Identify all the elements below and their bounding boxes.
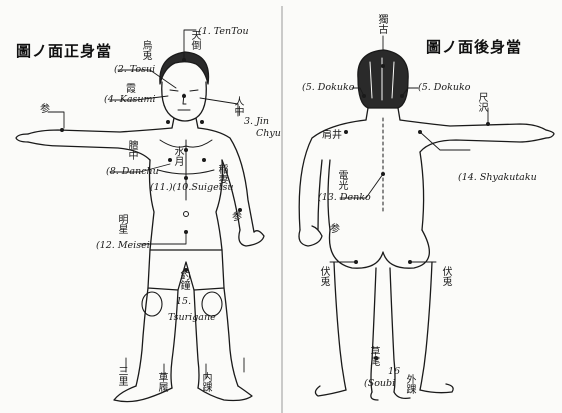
label-num15: 15. bbox=[176, 296, 191, 307]
front-figure bbox=[16, 30, 264, 402]
kanji-ankle: 外踝 bbox=[404, 374, 415, 394]
kanji-soubi: 草尾 bbox=[368, 346, 379, 366]
label-tosui: (2. Tosui bbox=[114, 64, 155, 75]
kanji-thigh-right: 伏兎 bbox=[440, 266, 451, 286]
label-soubi: (Soubi bbox=[364, 378, 395, 389]
label-kasumi: (4. Kasumi bbox=[104, 94, 156, 105]
back-hair bbox=[358, 50, 408, 108]
kanji-hip: 参 bbox=[232, 212, 242, 223]
front-title: 圖ノ面正身當 bbox=[16, 40, 112, 61]
kanji-tosui: 烏兎 bbox=[140, 40, 151, 60]
label-tsurigane: Tsurigane bbox=[168, 312, 216, 323]
kanji-suigetsu: 水月 bbox=[172, 146, 183, 166]
label-chyu: Chyu bbox=[256, 128, 281, 139]
back-title: 圖ノ面後身當 bbox=[426, 36, 522, 57]
label-num16: 16 bbox=[388, 366, 400, 377]
kanji-tentou: 天倒 bbox=[189, 30, 200, 50]
kanji-foot-right: 内踝 bbox=[200, 372, 211, 392]
label-tentou: (1. TenTou bbox=[198, 26, 249, 37]
label-denko: (13. Denko bbox=[318, 192, 371, 203]
front-head bbox=[162, 82, 207, 121]
kanji-knee-left: 三里 bbox=[116, 366, 127, 386]
label-meisei: (12. Meisei bbox=[96, 240, 150, 251]
kanji-shoulder-left: 参 bbox=[40, 104, 50, 115]
kanji-danchu: 膻中 bbox=[126, 140, 137, 160]
kanji-ribs: 稲妻 bbox=[216, 164, 227, 184]
kanji-tsurigane: 釣鐘 bbox=[178, 270, 189, 290]
kanji-kasumi: 霞 bbox=[126, 84, 136, 95]
kanji-arm: 尺沢 bbox=[476, 92, 487, 112]
kanji-head: 獨古 bbox=[376, 14, 387, 34]
kanji-spine: 電光 bbox=[336, 170, 347, 190]
kanji-shoulder: 肩井 bbox=[322, 130, 342, 141]
kanji-jinchu: 人中 bbox=[232, 96, 243, 116]
label-shyakutaku: (14. Shyakutaku bbox=[458, 172, 537, 183]
label-jin: 3. Jin bbox=[244, 116, 269, 127]
label-dokuko-right: (5. Dokuko bbox=[418, 82, 470, 93]
kanji-meisei: 明星 bbox=[116, 214, 127, 234]
kanji-waist: 参 bbox=[330, 224, 340, 235]
label-danchu: (8. Danchu bbox=[106, 166, 159, 177]
kanji-thigh-left: 伏兎 bbox=[318, 266, 329, 286]
kanji-foot-left: 草履 bbox=[156, 372, 167, 392]
label-dokuko-left: (5. Dokuko bbox=[302, 82, 354, 93]
